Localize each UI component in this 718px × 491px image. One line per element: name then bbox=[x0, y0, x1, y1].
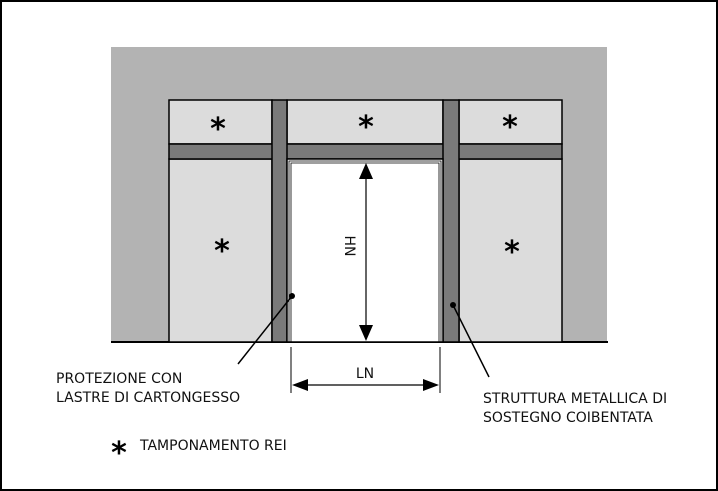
structure-label-line1: STRUTTURA METALLICA DI bbox=[483, 391, 667, 407]
protection-label-line1: PROTEZIONE CON bbox=[56, 371, 182, 387]
structure-label-line2: SOSTEGNO COIBENTATA bbox=[483, 410, 653, 426]
legend-star-icon: * bbox=[111, 436, 127, 471]
leader-protection bbox=[237, 293, 295, 365]
infill-panel-left bbox=[168, 158, 273, 343]
infill-panel-top-right bbox=[458, 99, 563, 145]
hn-dimension: HN bbox=[341, 163, 373, 341]
infill-markers: * * * * * bbox=[210, 110, 520, 270]
structure-beam bbox=[168, 143, 563, 160]
protection-label-line2: LASTRE DI CARTONGESSO bbox=[56, 390, 240, 406]
star-icon: * bbox=[502, 110, 518, 145]
ln-dimension: LN bbox=[290, 347, 441, 393]
door-opening bbox=[286, 158, 444, 343]
plasterboard-lining bbox=[288, 160, 442, 342]
star-icon: * bbox=[210, 112, 226, 147]
ln-label: LN bbox=[356, 366, 374, 382]
leader-structure bbox=[450, 302, 490, 378]
star-icon: * bbox=[358, 110, 374, 145]
legend-label: TAMPONAMENTO REI bbox=[139, 438, 287, 454]
hn-label: HN bbox=[341, 236, 357, 257]
star-icon: * bbox=[504, 235, 520, 270]
infill-panel-top-left bbox=[168, 99, 273, 145]
star-icon: * bbox=[214, 234, 230, 269]
